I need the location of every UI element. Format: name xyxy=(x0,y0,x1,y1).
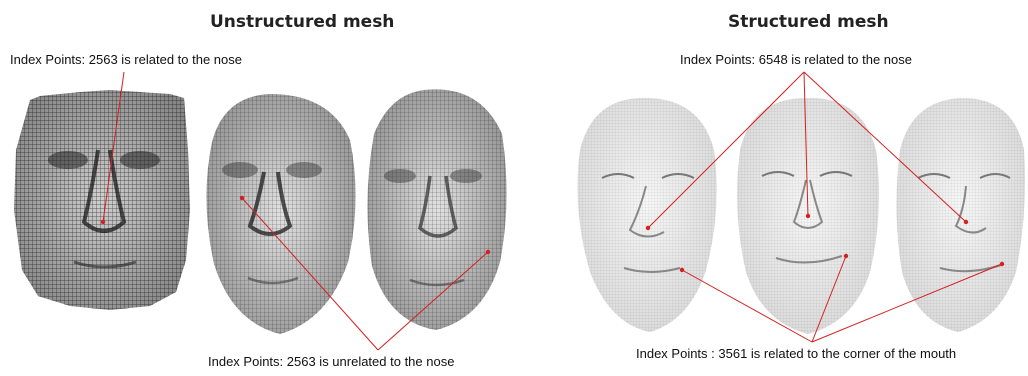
index-point-marker xyxy=(1000,262,1004,266)
unstructured-face-3 xyxy=(367,89,506,330)
index-point-marker xyxy=(844,254,848,258)
index-point-marker xyxy=(680,268,684,272)
index-point-marker xyxy=(240,196,244,200)
index-point-marker xyxy=(646,226,650,230)
index-point-marker xyxy=(964,220,968,224)
unstructured-face-1 xyxy=(14,90,190,310)
index-point-marker xyxy=(101,220,105,224)
index-point-marker xyxy=(486,250,490,254)
unstructured-face-2 xyxy=(206,94,355,334)
structured-face-1 xyxy=(578,98,717,332)
structured-face-3 xyxy=(896,98,1025,332)
index-point-marker xyxy=(806,214,810,218)
